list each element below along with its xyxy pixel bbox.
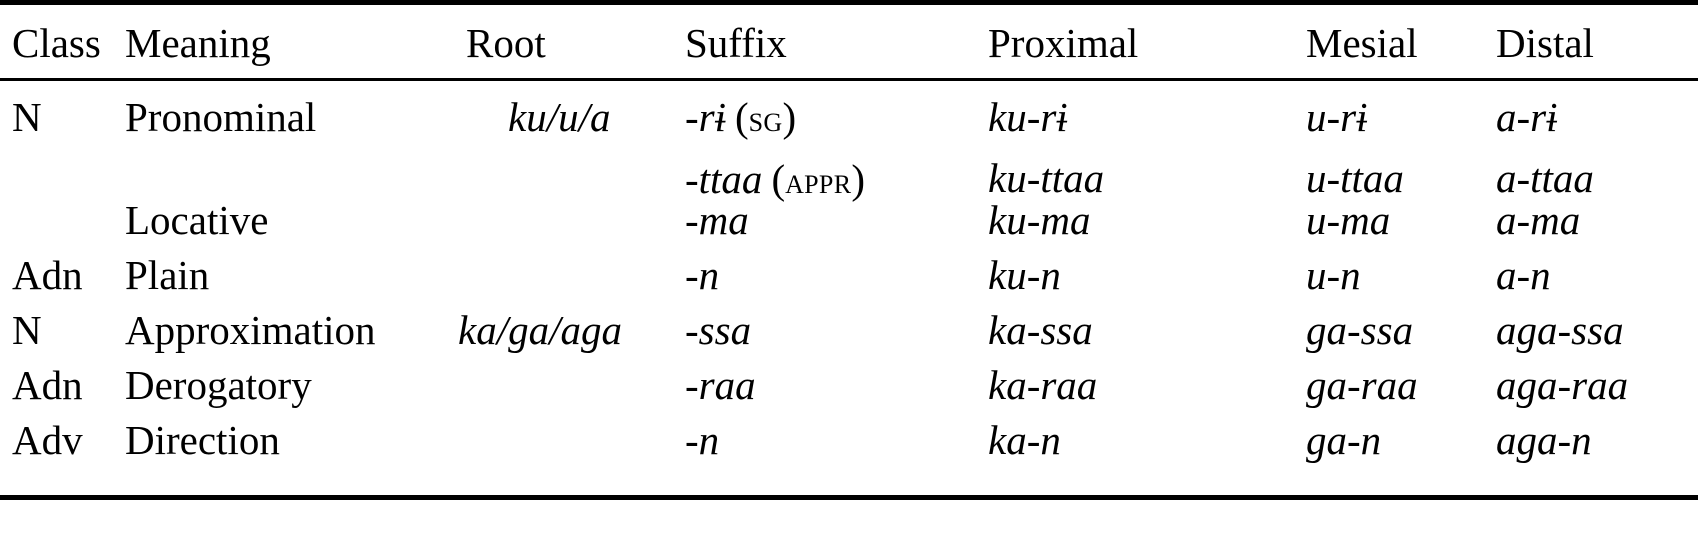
table-body: N Pronominal ku/u/a -rɨ(SG) -ttaa(APPR) …	[0, 80, 1698, 501]
cell-meaning: Locative	[125, 197, 269, 244]
cell-distal: a-rɨ a-ttaa	[1496, 80, 1698, 201]
column-header-root: Root	[458, 0, 685, 81]
cell-proximal: ku-rɨ ku-ttaa	[968, 80, 1306, 201]
suffix-gloss: SG	[748, 98, 783, 140]
cell-mesial: u-ma	[1306, 200, 1496, 255]
cell-distal: a-ma	[1496, 200, 1698, 255]
column-header-class: Class	[0, 0, 113, 81]
cell-proximal: ku-ma	[968, 200, 1306, 255]
suffix-value-sub: -ttaa	[685, 155, 763, 202]
cell-proximal: ka-raa	[968, 365, 1306, 420]
distal-value: aga-raa	[1496, 362, 1629, 409]
root-value: ku/u/a	[508, 94, 611, 140]
column-header-distal: Distal	[1496, 0, 1698, 81]
proximal-value: ka-raa	[988, 362, 1098, 409]
cell-mesial: ga-raa	[1306, 365, 1496, 420]
column-header-proximal: Proximal	[968, 0, 1306, 81]
cell-meaning: Approximation	[125, 307, 376, 354]
paren-close-sub: )	[851, 155, 865, 202]
root-value: ka/ga/aga	[458, 307, 622, 354]
header-row: Class Meaning Root Suffix Proximal Mesia…	[0, 0, 1698, 81]
mesial-value: ga-n	[1306, 417, 1382, 464]
column-header-meaning: Meaning	[113, 0, 458, 81]
cell-root	[458, 365, 685, 420]
cell-suffix: -n	[685, 255, 968, 310]
distal-value: a-n	[1496, 252, 1551, 299]
cell-root	[458, 255, 685, 310]
paren-close: )	[782, 94, 797, 140]
mesial-value: u-rɨ	[1306, 94, 1368, 140]
mesial-value: ga-ssa	[1306, 307, 1414, 354]
cell-suffix: -ma	[685, 200, 968, 255]
suffix-gloss-group-sub: (APPR)	[771, 156, 865, 202]
proximal-value: ka-n	[988, 417, 1061, 464]
cell-proximal: ka-ssa	[968, 310, 1306, 365]
demonstrative-paradigm-table: Class Meaning Root Suffix Proximal Mesia…	[0, 0, 1698, 501]
suffix-value: -rɨ	[685, 94, 726, 140]
cell-root	[458, 200, 685, 255]
mesial-value: u-n	[1306, 252, 1361, 299]
cell-class: N	[12, 307, 42, 354]
cell-suffix: -n	[685, 417, 968, 501]
cell-distal: aga-raa	[1496, 365, 1698, 420]
proximal-value: ku-ma	[988, 197, 1091, 244]
suffix-subrow: -ttaa(APPR)	[685, 155, 968, 202]
cell-mesial: ga-ssa	[1306, 310, 1496, 365]
cell-distal: a-n	[1496, 255, 1698, 310]
cell-mesial: u-rɨ u-ttaa	[1306, 80, 1496, 201]
proximal-value: ku-n	[988, 252, 1061, 299]
cell-meaning: Direction	[113, 420, 458, 501]
cell-distal: aga-n	[1496, 417, 1698, 501]
suffix-value: -ma	[685, 197, 749, 244]
suffix-value: -raa	[685, 362, 756, 409]
table-row: N Pronominal ku/u/a -rɨ(SG) -ttaa(APPR) …	[0, 80, 1698, 201]
mesial-value: ga-raa	[1306, 362, 1418, 409]
mesial-value: u-ma	[1306, 197, 1391, 244]
table-row: N Approximation ka/ga/aga -ssa ka-ssa ga…	[0, 310, 1698, 365]
cell-proximal: ka-n	[968, 417, 1306, 501]
cell-meaning: Plain	[125, 252, 210, 299]
column-header-mesial: Mesial	[1306, 0, 1496, 81]
distal-value-sub: a-ttaa	[1496, 155, 1594, 201]
suffix-gloss-group: (SG)	[735, 94, 796, 140]
table-row: Locative -ma ku-ma u-ma a-ma	[0, 200, 1698, 255]
cell-root: ku/u/a	[458, 80, 685, 201]
cell-class: N	[12, 94, 42, 140]
table-header: Class Meaning Root Suffix Proximal Mesia…	[0, 0, 1698, 81]
suffix-value: -ssa	[685, 307, 752, 354]
distal-value: aga-n	[1496, 417, 1592, 464]
table-row: Adv Direction -n ka-n ga-n aga-n	[0, 417, 1698, 501]
proximal-value: ka-ssa	[988, 307, 1093, 354]
cell-suffix: -rɨ(SG) -ttaa(APPR)	[685, 80, 968, 201]
table-row: Adn Plain -n ku-n u-n a-n	[0, 255, 1698, 310]
paren-open: (	[735, 94, 749, 140]
cell-class: Adv	[0, 420, 113, 501]
distal-value: a-ma	[1496, 197, 1581, 244]
proximal-value: ku-rɨ	[988, 94, 1068, 140]
cell-meaning: Pronominal	[125, 94, 317, 140]
cell-proximal: ku-n	[968, 255, 1306, 310]
cell-suffix: -raa	[685, 365, 968, 420]
cell-class: Adn	[12, 252, 83, 299]
cell-class	[0, 200, 113, 255]
paren-open-sub: (	[771, 155, 786, 202]
cell-mesial: ga-n	[1306, 417, 1496, 501]
distal-value: a-rɨ	[1496, 94, 1558, 140]
distal-value: aga-ssa	[1496, 307, 1624, 354]
suffix-gloss-sub: APPR	[785, 159, 852, 202]
mesial-value-sub: u-ttaa	[1306, 155, 1404, 201]
cell-suffix: -ssa	[685, 310, 968, 365]
proximal-value-sub: ku-ttaa	[988, 155, 1105, 201]
cell-root	[458, 420, 685, 501]
cell-root: ka/ga/aga	[458, 310, 685, 365]
cell-mesial: u-n	[1306, 255, 1496, 310]
table-row: Adn Derogatory -raa ka-raa ga-raa aga-ra…	[0, 365, 1698, 420]
suffix-value: -n	[685, 417, 720, 464]
cell-meaning: Derogatory	[125, 362, 312, 409]
suffix-value: -n	[685, 252, 720, 299]
cell-distal: aga-ssa	[1496, 310, 1698, 365]
cell-class: Adn	[12, 362, 83, 409]
column-header-suffix: Suffix	[685, 0, 968, 81]
